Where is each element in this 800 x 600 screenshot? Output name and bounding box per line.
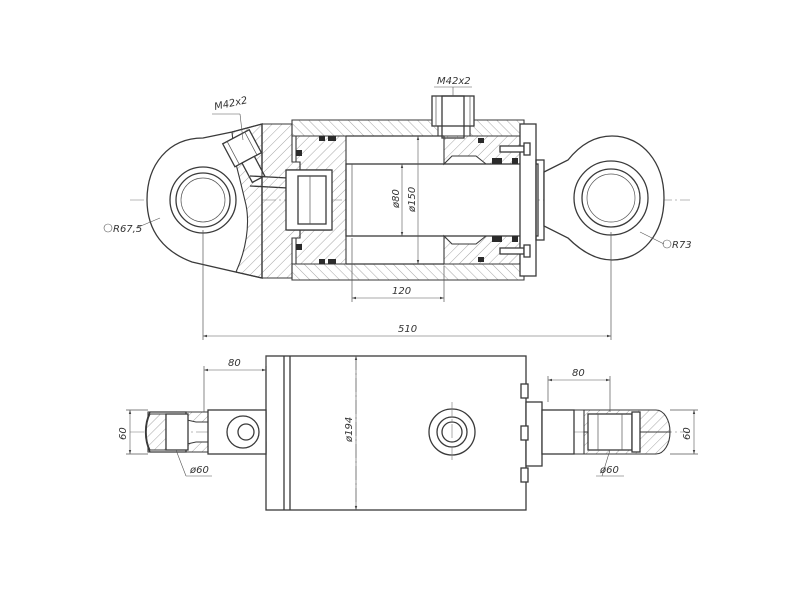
right-lug-pin [587, 413, 633, 451]
barrel-bottom-wall [291, 263, 525, 281]
body-tube [265, 355, 527, 511]
left-lug-pin [165, 413, 189, 451]
gland-seal-6 [512, 236, 518, 242]
piston-seal-1 [319, 136, 325, 141]
bore-diameter-text: ø150 [407, 187, 418, 213]
left-eye-bore [175, 172, 231, 228]
left-port-fitting [221, 128, 266, 184]
right-radius-marker [662, 239, 672, 249]
left-eye-bushing [169, 166, 237, 234]
left-eye-inner [180, 177, 226, 223]
right-lug-width-text: 80 [572, 368, 585, 379]
barrel-top-wall [291, 119, 439, 137]
piston-nut [285, 169, 333, 231]
left-pin-dia-leader [175, 449, 187, 477]
piston-seal-5 [296, 150, 302, 156]
left-radius-marker [103, 223, 113, 233]
right-lug-bushing [631, 411, 641, 453]
right-eye-inner [586, 173, 636, 223]
top-port-boss [431, 95, 475, 127]
piston-rod [345, 163, 539, 237]
left-lug-width-text: 80 [228, 358, 241, 369]
right-eye-bore [581, 168, 641, 228]
rod-diameter-text: ø80 [391, 189, 402, 209]
exterior-view: 80 80 60 60 ø60 ø60 ø194 [118, 355, 698, 511]
left-lug-end-hatch [145, 413, 167, 451]
gland-seal-4 [492, 236, 502, 242]
right-lug-neck [541, 409, 575, 455]
right-pin-diameter-text: ø60 [599, 465, 619, 476]
piston-seal-4 [328, 259, 336, 264]
gland-seal-2 [478, 257, 484, 262]
gland-bolt-bottom [499, 244, 531, 258]
barrel-top-wall-right [469, 119, 525, 137]
piston-seal-3 [319, 259, 325, 264]
left-eye-radius-text: R67,5 [113, 224, 142, 235]
piston-nut-inner [297, 175, 327, 225]
gland-seal-5 [512, 158, 518, 164]
left-lug-hole [226, 415, 260, 449]
piston-length-text: 120 [392, 286, 411, 297]
top-port-thread-text: M42x2 [437, 76, 471, 87]
piston-seal-6 [296, 244, 302, 250]
left-port-thread-text: M42x2 [213, 95, 248, 113]
right-eye-radius-text: R73 [672, 240, 692, 251]
left-lug-height-text: 60 [118, 427, 129, 440]
right-eye-bushing [573, 160, 649, 236]
pin-length-text: 510 [398, 324, 417, 335]
right-pin-dia-leader [601, 449, 611, 477]
section-view: M42x2 M42x2 R67,5 R73 ø80 ø150 120 510 [103, 76, 692, 340]
left-lug-hole-inner [237, 423, 255, 441]
body-diameter-text: ø194 [344, 417, 355, 443]
left-pin-diameter-text: ø60 [189, 465, 209, 476]
piston-seal-2 [328, 136, 336, 141]
right-lug-height-text: 60 [682, 427, 693, 440]
gland-bolt-top [499, 142, 531, 156]
gland-seal-3 [492, 158, 502, 164]
flange-bolt-2 [520, 425, 529, 441]
flange-bolt-1 [520, 383, 529, 399]
gland-seal-1 [478, 138, 484, 143]
flange-bolt-3 [520, 467, 529, 483]
